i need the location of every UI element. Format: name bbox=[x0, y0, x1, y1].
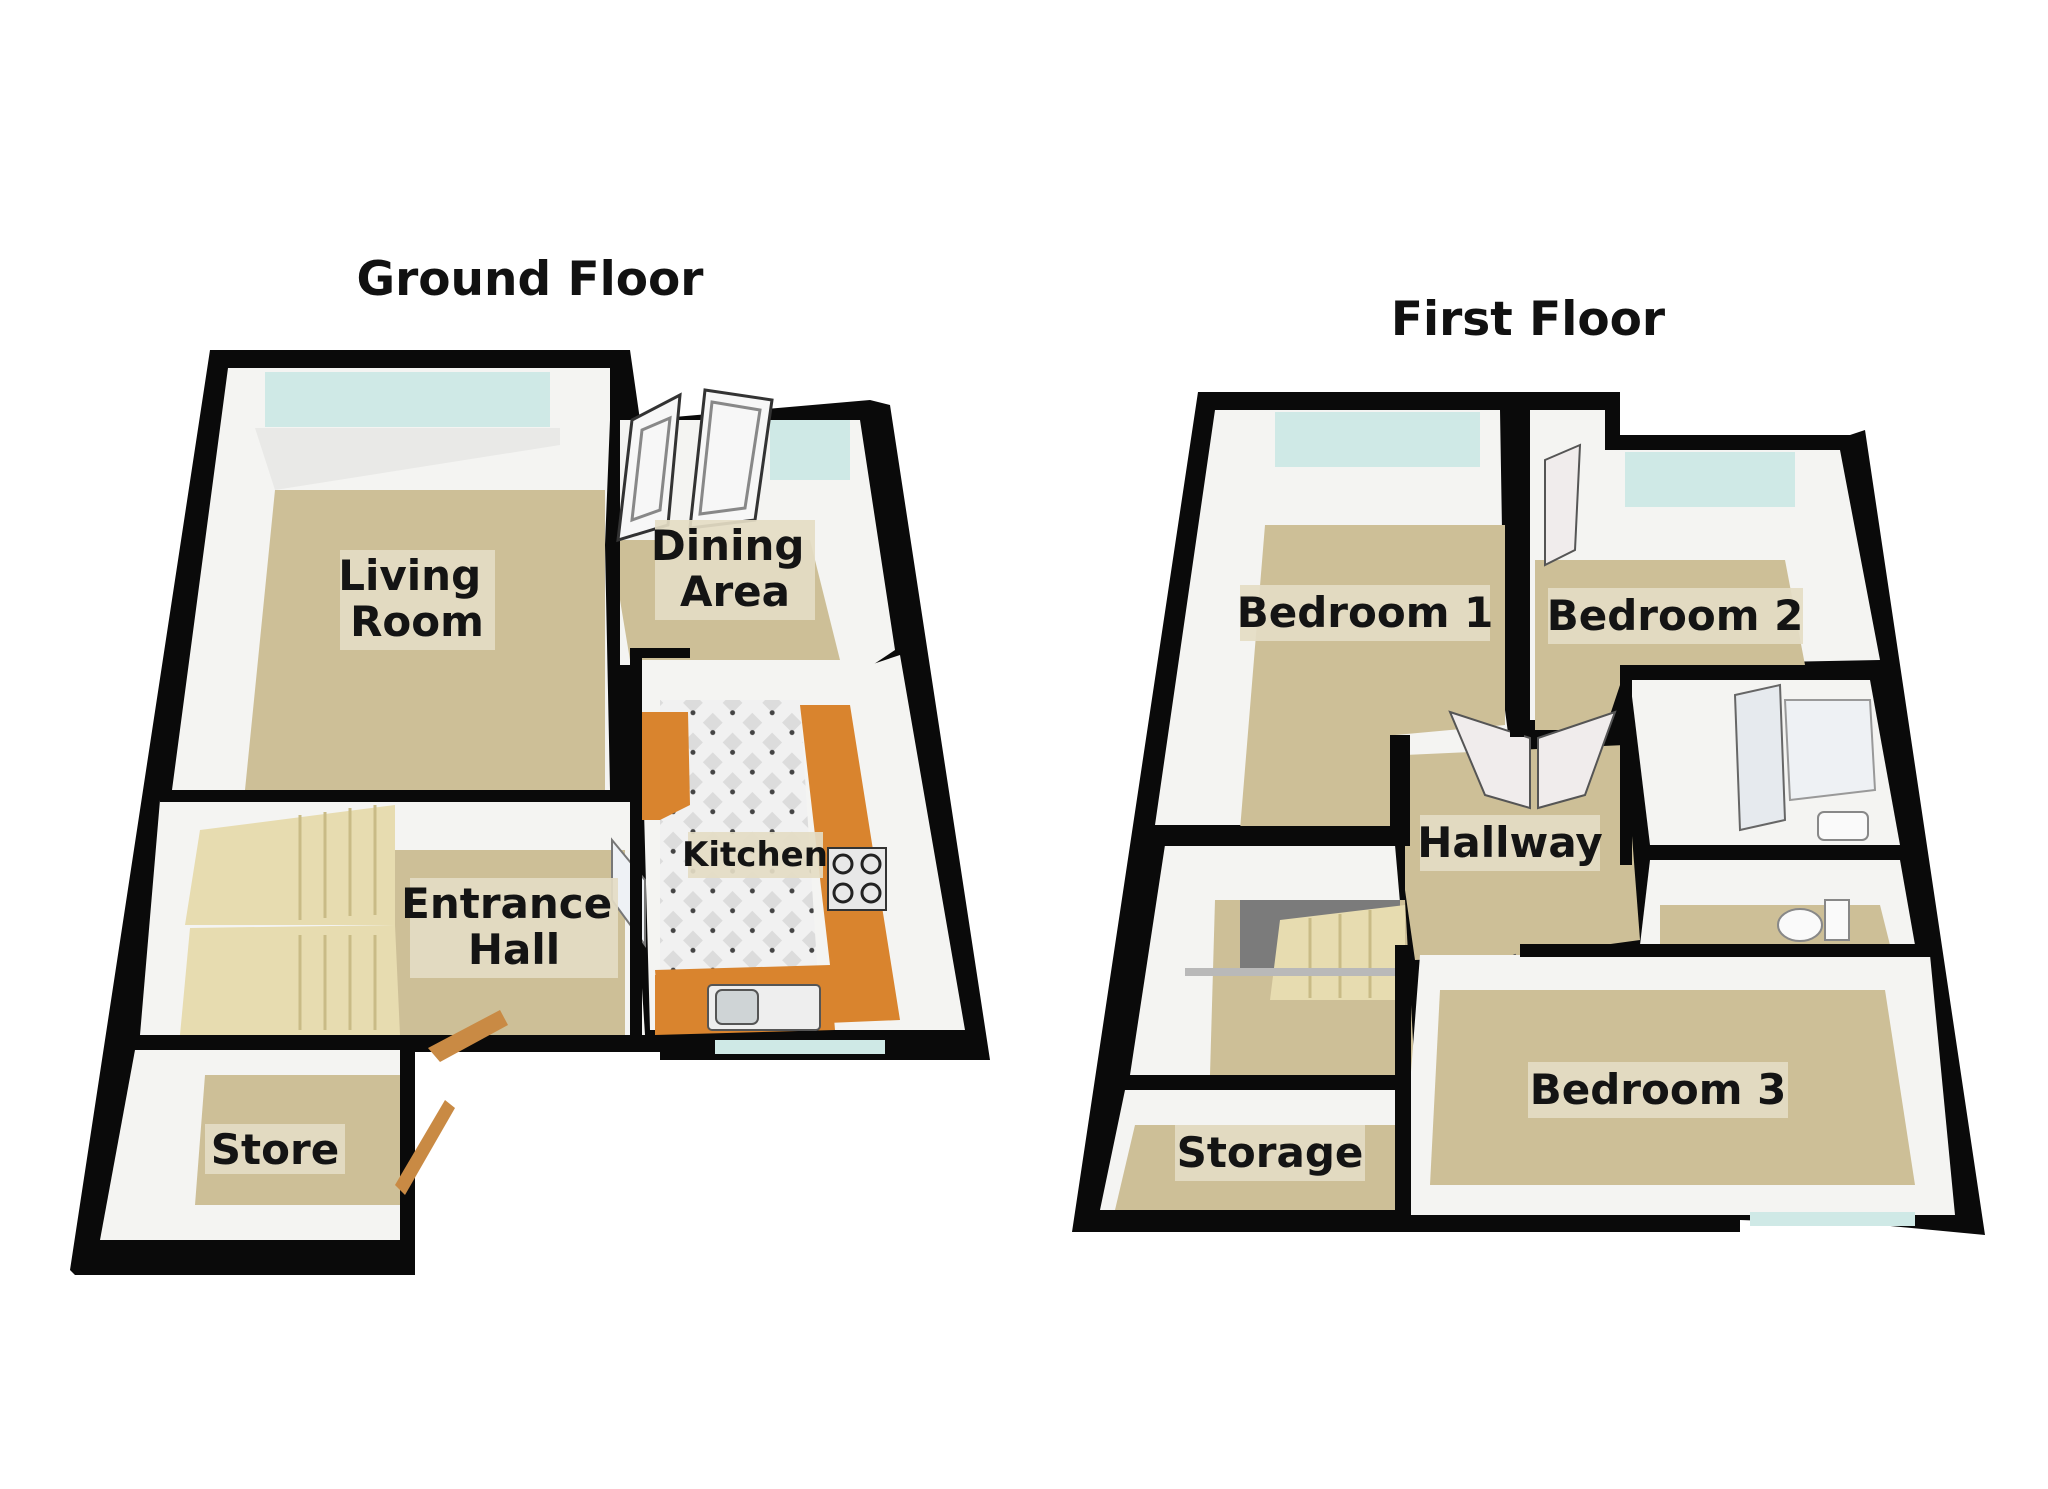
sink-icon bbox=[707, 984, 821, 1031]
toilet-icon bbox=[1777, 899, 1850, 942]
ground-divider-kitchen-top bbox=[630, 648, 690, 658]
bedroom-2-door-icon bbox=[1544, 443, 1582, 567]
dining-area-window bbox=[770, 420, 850, 480]
french-doors-icon bbox=[616, 388, 774, 543]
bedroom-1-label-bg bbox=[1240, 585, 1490, 641]
first-divider-landing-storage bbox=[1120, 1075, 1400, 1089]
bedroom-3-window bbox=[1750, 1212, 1915, 1226]
bedroom-2-label-bg bbox=[1548, 588, 1803, 644]
basin-icon bbox=[1817, 811, 1869, 841]
kitchen-label: Kitchen bbox=[682, 835, 828, 875]
wc-floor bbox=[1660, 905, 1890, 945]
bedroom-1-label: Bedroom 1 bbox=[1237, 588, 1494, 637]
ground-floor: Ground Floor bbox=[70, 252, 990, 1275]
storage-label-bg bbox=[1175, 1125, 1365, 1181]
hallway-label: Hallway bbox=[1417, 818, 1603, 867]
entrance-hall-label-bg bbox=[410, 878, 618, 978]
first-divider-bath-wc bbox=[1640, 845, 1895, 857]
living-room-label-bg bbox=[340, 550, 495, 650]
first-divider-hall-bath bbox=[1620, 665, 1632, 865]
first-divider-landing-bed3 bbox=[1395, 945, 1411, 1215]
bedroom-3-label-bg bbox=[1528, 1062, 1788, 1118]
shower-icon bbox=[1733, 683, 1877, 832]
store-door-icon bbox=[395, 1100, 455, 1195]
first-divider-hall-bed3 bbox=[1520, 944, 1935, 957]
first-divider-bed1-landing bbox=[1155, 735, 1410, 846]
living-room-label: Living Room bbox=[338, 551, 496, 646]
living-room-label-line-1: Living bbox=[338, 551, 481, 600]
store-label-bg bbox=[205, 1124, 345, 1174]
bedroom-2-label: Bedroom 2 bbox=[1547, 591, 1804, 640]
bedroom-3-label: Bedroom 3 bbox=[1530, 1065, 1787, 1114]
staircase-icon bbox=[180, 805, 400, 1035]
first-divider-bed2-bath bbox=[1620, 665, 1875, 677]
living-room-label-line-2: Room bbox=[350, 597, 484, 646]
ground-floor-title: Ground Floor bbox=[357, 252, 705, 307]
first-floor-staircase-icon bbox=[1185, 900, 1405, 1000]
dining-area-label-line-2: Area bbox=[680, 567, 790, 616]
kitchen-worktop-left bbox=[640, 712, 690, 820]
dining-area-label-line-1: Dining bbox=[651, 521, 805, 570]
kitchen-worktop-right bbox=[655, 705, 900, 1030]
first-floor: First Floor bbox=[1072, 292, 1985, 1235]
first-floor-title: First Floor bbox=[1391, 292, 1666, 347]
kitchen-label-bg bbox=[688, 832, 823, 878]
hob-icon bbox=[827, 847, 887, 911]
store-label: Store bbox=[211, 1125, 339, 1174]
first-divider-bed1-bed2 bbox=[1510, 392, 1524, 737]
bedroom-2-window bbox=[1625, 452, 1795, 507]
storage-label: Storage bbox=[1177, 1128, 1364, 1177]
ground-divider-hall-kitchen bbox=[630, 648, 642, 1038]
hallway-label-bg bbox=[1420, 815, 1600, 871]
entrance-hall-label: Entrance Hall bbox=[401, 879, 627, 974]
entrance-hall-label-line-1: Entrance bbox=[401, 879, 612, 928]
living-room-window bbox=[265, 372, 550, 427]
kitchen-window bbox=[715, 1040, 885, 1054]
ground-divider-living-hall bbox=[160, 790, 640, 802]
entrance-hall-label-line-2: Hall bbox=[468, 925, 560, 974]
dining-area-label: Dining Area bbox=[651, 521, 819, 616]
dining-area-label-bg bbox=[655, 520, 815, 620]
living-room-window-reveal bbox=[255, 428, 560, 490]
front-door-icon bbox=[428, 1010, 508, 1062]
bedroom-1-window bbox=[1275, 412, 1480, 467]
